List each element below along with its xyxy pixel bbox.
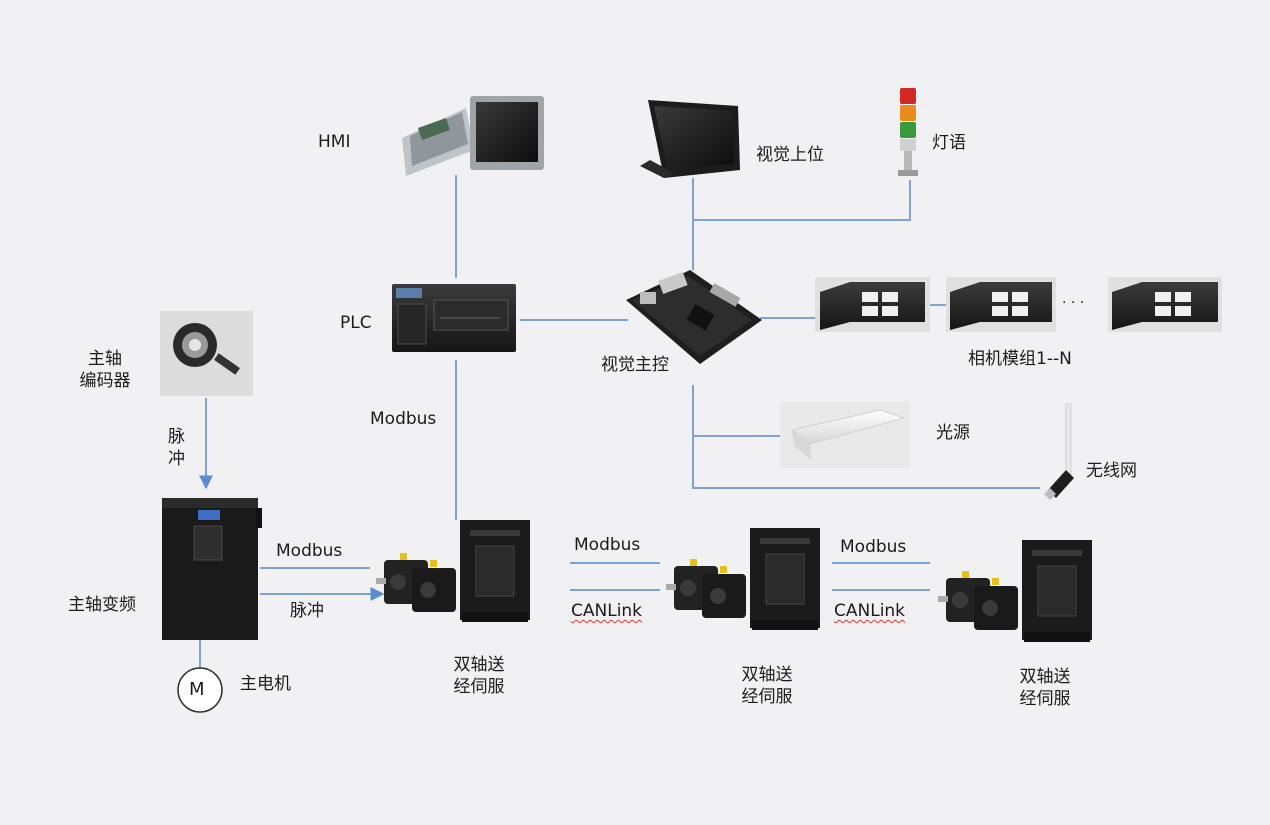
link2-canlink-label: CANLink: [834, 601, 906, 621]
wireless-line: [692, 436, 1040, 489]
camera-ellipsis: · · ·: [1062, 295, 1085, 311]
link1-modbus-label: Modbus: [574, 535, 641, 555]
spindle-inverter-label: 主轴变频: [68, 595, 136, 615]
inverter-pulse-label: 脉冲: [290, 601, 324, 621]
hmi-label: HMI: [318, 132, 351, 152]
connection-lines: [199, 175, 1040, 668]
camera-module-1: [815, 277, 930, 332]
hmi-device: [402, 96, 544, 176]
plc-label: PLC: [340, 313, 372, 333]
wireless-dongle-device: [1044, 403, 1074, 500]
servo-1-label: 双轴送 经伺服: [453, 655, 505, 697]
camera-module-n: [1108, 277, 1222, 332]
signal-light-line: [693, 180, 911, 221]
inverter-modbus-label: Modbus: [276, 541, 343, 561]
servo-unit-3: [938, 540, 1092, 642]
vision-main-control-label: 视觉主控: [601, 355, 669, 375]
link2-modbus-label: Modbus: [840, 537, 907, 557]
vision-host-label: 视觉上位: [756, 145, 824, 165]
plc-modbus-label: Modbus: [370, 409, 437, 429]
light-source-label: 光源: [936, 423, 970, 443]
servo-2-label: 双轴送 经伺服: [741, 665, 793, 707]
main-motor-symbol: [177, 667, 223, 713]
camera-modules-label: 相机模组1--N: [968, 349, 1072, 369]
plc-device: [392, 284, 516, 352]
signal-light-label: 灯语: [932, 133, 966, 153]
motor-symbol-text: M: [189, 679, 205, 700]
spindle-encoder-label: 主轴 编码器: [79, 349, 131, 391]
vision-main-board: [626, 270, 762, 364]
link1-canlink-label: CANLink: [571, 601, 643, 621]
servo-unit-2: [666, 528, 820, 630]
spindle-inverter-device: [162, 498, 262, 640]
signal-tower-device: [898, 88, 918, 176]
pulse-vertical-label: 脉 冲: [168, 427, 185, 469]
light-source-line: [692, 385, 780, 437]
spindle-encoder-device: [160, 311, 253, 396]
camera-module-2: [946, 277, 1056, 332]
light-source-device: [780, 402, 910, 468]
servo-3-label: 双轴送 经伺服: [1019, 667, 1071, 709]
servo-unit-1: [376, 520, 530, 622]
vision-host-device: [640, 100, 740, 178]
main-motor-label: 主电机: [240, 674, 291, 694]
wireless-label: 无线网: [1086, 461, 1137, 481]
